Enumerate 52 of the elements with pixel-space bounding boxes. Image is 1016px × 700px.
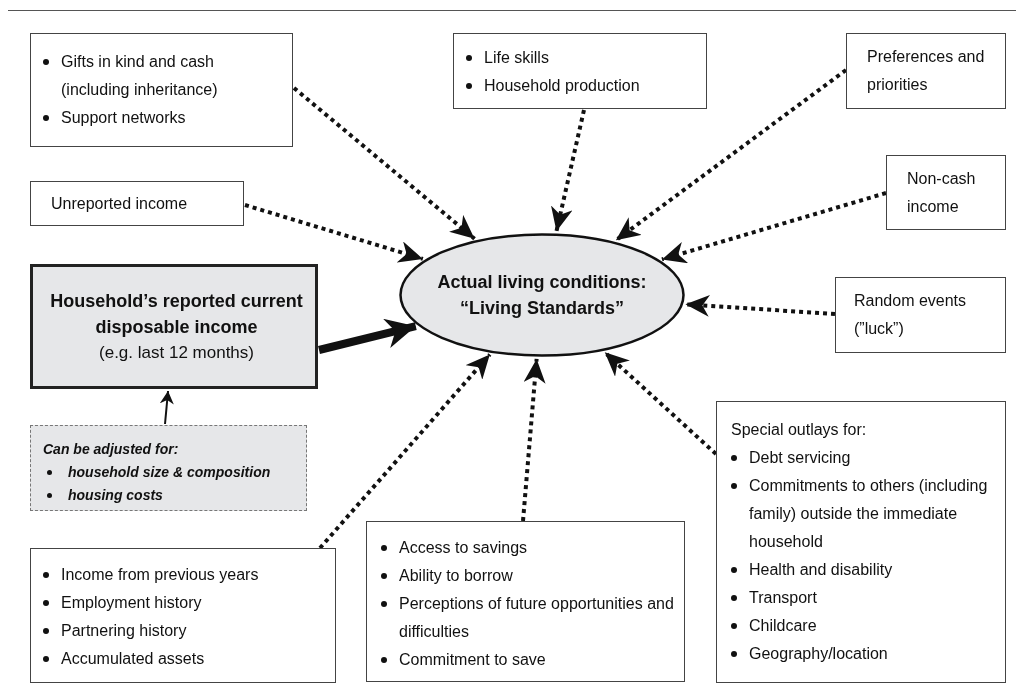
list-item: Access to savings [399,538,528,558]
node-heading: Household’s reported current disposable income [49,289,304,339]
arrow [521,358,546,522]
arrow [603,350,718,456]
arrow [614,68,848,242]
list-item: Debt servicing [749,448,851,468]
list-item: Childcare [749,616,817,636]
list-item: Accumulated assets [61,649,205,669]
factor-box [453,33,707,109]
factor-box [835,277,1006,353]
list-item: Perceptions of future opportunities and difficulties [399,594,675,642]
list-item: Gifts in kind and cash (including inheritance) [61,52,219,100]
arrow [551,109,586,232]
factor-box [846,33,1006,109]
list-item: Partnering history [61,621,187,641]
factor-box [30,548,336,683]
arrow [292,86,476,241]
factor-box [716,401,1006,683]
list-item: Ability to borrow [399,566,513,586]
list-heading: Special outlays for: [731,420,868,440]
node-label: Preferences and priorities [867,47,986,95]
factor-box [886,155,1006,230]
list-item: Household production [484,76,640,96]
node-label: Unreported income [51,193,189,214]
list-heading: Can be adjusted for: [43,440,180,459]
list-item: household size & composition [68,463,271,482]
factor-box [30,181,244,226]
factor-box [30,33,293,147]
arrow [318,353,492,550]
factor-box [366,521,685,682]
arrow [244,203,424,263]
arrow [685,294,836,317]
node-label: Non-cash income [907,168,977,217]
list-item: Life skills [484,48,549,68]
factor-box [30,264,318,389]
list-item: Support networks [61,108,186,128]
list-item: Transport [749,588,817,608]
node-label: Actual living conditions: “Living Standards” [436,271,648,320]
list-item: Commitments to others (including family) outside the immediate household [749,476,989,552]
list-item: housing costs [68,486,163,505]
node-label: (e.g. last 12 months) [99,341,254,364]
list-item: Commitment to save [399,650,546,670]
note-box [30,425,307,511]
arrow [159,390,174,425]
list-item: Employment history [61,593,202,613]
node-label: Random events (”luck”) [854,291,968,339]
arrow [318,318,417,354]
list-item: Geography/location [749,644,888,664]
central-ellipse [399,233,685,357]
list-item: Health and disability [749,560,893,580]
list-item: Income from previous years [61,565,259,585]
arrow [661,191,887,264]
